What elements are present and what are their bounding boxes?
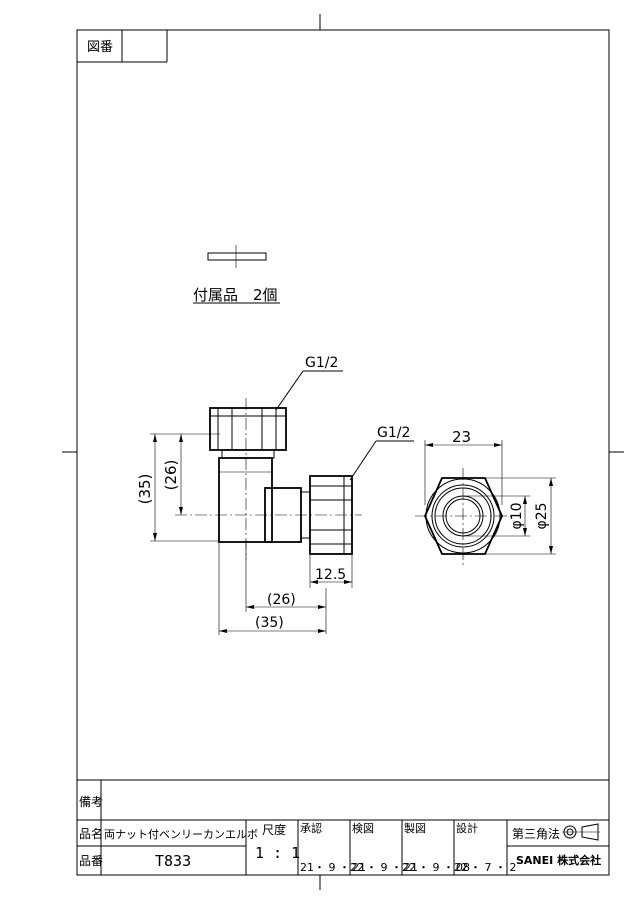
elbow-end-view: 23 φ10 φ25 [415,428,556,566]
drawing-no-box: 図番 [77,30,168,63]
drawing-no-label: 図番 [87,40,113,55]
thread-top-label: G1/2 [305,355,338,371]
elbow-side-view [175,398,362,560]
design-label: 設計 [456,821,478,835]
checked-label: 検図 [352,821,374,835]
scale-value: 1 : 1 [255,844,300,862]
scale-label: 尺度 [262,822,286,837]
drawing-frame [76,29,610,876]
drawn-date: 21・ 9 ・22 [404,861,468,874]
dim-outer-dia: φ25 [534,502,550,529]
dim-length-outer: (35) [255,615,284,631]
accessory-gasket: 付属品 2個 [193,245,280,304]
product-name: 両ナット付ベンリーカンエルボ [104,828,258,841]
design-date: 08・ 7 ・ 2 [456,861,516,874]
company-name: SANEI 株式会社 [516,853,601,867]
dim-bore-dia: φ10 [509,502,525,529]
drawn-label: 製図 [404,821,426,835]
remarks-label: 備考 [79,794,103,809]
thread-right-label: G1/2 [377,425,410,441]
dim-nut-width: 12.5 [315,567,346,583]
projection-label: 第三角法 [512,827,560,841]
third-angle-projection-icon [562,823,600,841]
dim-length-inner: (26) [267,592,296,608]
title-block: 備考 品名 両ナット付ベンリーカンエルボ 品番 T833 尺度 1 : 1 承認… [77,779,609,875]
dim-height: (35) (26) [136,433,220,542]
centering-marks [62,14,624,890]
thread-callout-right: G1/2 [349,425,414,481]
dim-length: 12.5 (26) (35) [218,540,353,635]
thread-callout-top: G1/2 [275,355,343,411]
checked-date: 21・ 9 ・22 [352,861,416,874]
accessory-label: 付属品 2個 [193,286,278,304]
product-name-label: 品名 [79,826,103,841]
approved-date: 21・ 9 ・22 [300,861,364,874]
product-no: T833 [155,852,191,870]
dim-height-inner: (26) [162,460,180,491]
dim-hex-across: 23 [452,428,471,446]
product-no-label: 品番 [79,854,103,868]
dim-height-outer: (35) [136,474,154,505]
approved-label: 承認 [300,821,322,835]
